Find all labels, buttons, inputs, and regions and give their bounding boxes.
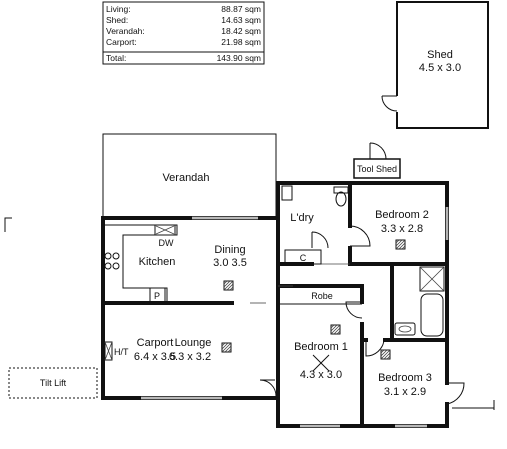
- windows: [141, 207, 449, 428]
- light-fitting: [330, 324, 341, 335]
- bedroom3-size: 3.1 x 2.9: [384, 386, 426, 398]
- area-row-value: 18.42 sqm: [221, 26, 261, 36]
- bedroom3-label: Bedroom 3: [378, 372, 432, 384]
- hot-water-label: H/T: [114, 347, 129, 357]
- carport-size: 6.4 x 3.5: [134, 351, 176, 363]
- verandah: Verandah: [102, 133, 277, 218]
- area-row-value: 88.87 sqm: [221, 4, 261, 14]
- bathroom-fixtures: [394, 266, 445, 337]
- dishwasher-label: DW: [159, 238, 174, 248]
- corner-mark: [4, 217, 12, 232]
- tool-shed-label: Tool Shed: [357, 164, 397, 174]
- shed: Shed 4.5 x 3.0: [381, 1, 489, 129]
- light-fitting: [395, 239, 406, 250]
- area-row-value: 14.63 sqm: [221, 15, 261, 25]
- hot-water: H/T: [104, 341, 129, 361]
- bedroom1-size: 4.3 x 3.0: [300, 369, 342, 381]
- cupboard-label: C: [300, 253, 307, 263]
- kitchen-label: Kitchen: [139, 256, 176, 268]
- laundry-label: L'dry: [290, 212, 314, 224]
- lounge-label: Lounge: [175, 337, 212, 349]
- bedroom2-label: Bedroom 2: [375, 209, 429, 221]
- tilt-lift: Tilt Lift: [8, 367, 98, 399]
- light-fitting: [380, 349, 391, 360]
- cupboard: C: [284, 249, 322, 265]
- kitchen-fixtures: DW P Kitchen: [103, 224, 178, 303]
- dining-size: 3.0 3.5: [213, 257, 247, 269]
- bedroom1-label: Bedroom 1: [294, 341, 348, 353]
- tilt-lift-label: Tilt Lift: [40, 378, 67, 388]
- area-row-label: Verandah:: [106, 26, 145, 36]
- area-row-value: 21.98 sqm: [221, 37, 261, 47]
- pantry-label: P: [154, 291, 160, 301]
- verandah-label: Verandah: [162, 172, 209, 184]
- ceiling-fan: [312, 354, 330, 372]
- shed-label: Shed: [427, 49, 453, 61]
- area-row-label: Carport:: [106, 37, 137, 47]
- area-row-value: 143.90 sqm: [217, 53, 261, 63]
- lounge-size: 6.3 x 3.2: [169, 351, 211, 363]
- tool-shed: Tool Shed: [353, 142, 401, 179]
- light-fitting: [223, 280, 234, 291]
- area-row-label: Living:: [106, 4, 131, 14]
- doors: [259, 225, 465, 405]
- laundry-tub: [281, 185, 293, 201]
- light-fitting: [221, 342, 232, 353]
- toilet: [333, 186, 349, 207]
- dining-label: Dining: [214, 244, 245, 256]
- interior-walls: [101, 181, 449, 428]
- area-table: Living: 88.87 sqm Shed: 14.63 sqm Verand…: [102, 1, 265, 65]
- area-row-label: Shed:: [106, 15, 128, 25]
- bedroom2-size: 3.3 x 2.8: [381, 223, 423, 235]
- shed-size: 4.5 x 3.0: [419, 62, 461, 74]
- robe-label: Robe: [311, 291, 333, 301]
- carport-label: Carport: [137, 337, 174, 349]
- area-row-label: Total:: [106, 53, 126, 63]
